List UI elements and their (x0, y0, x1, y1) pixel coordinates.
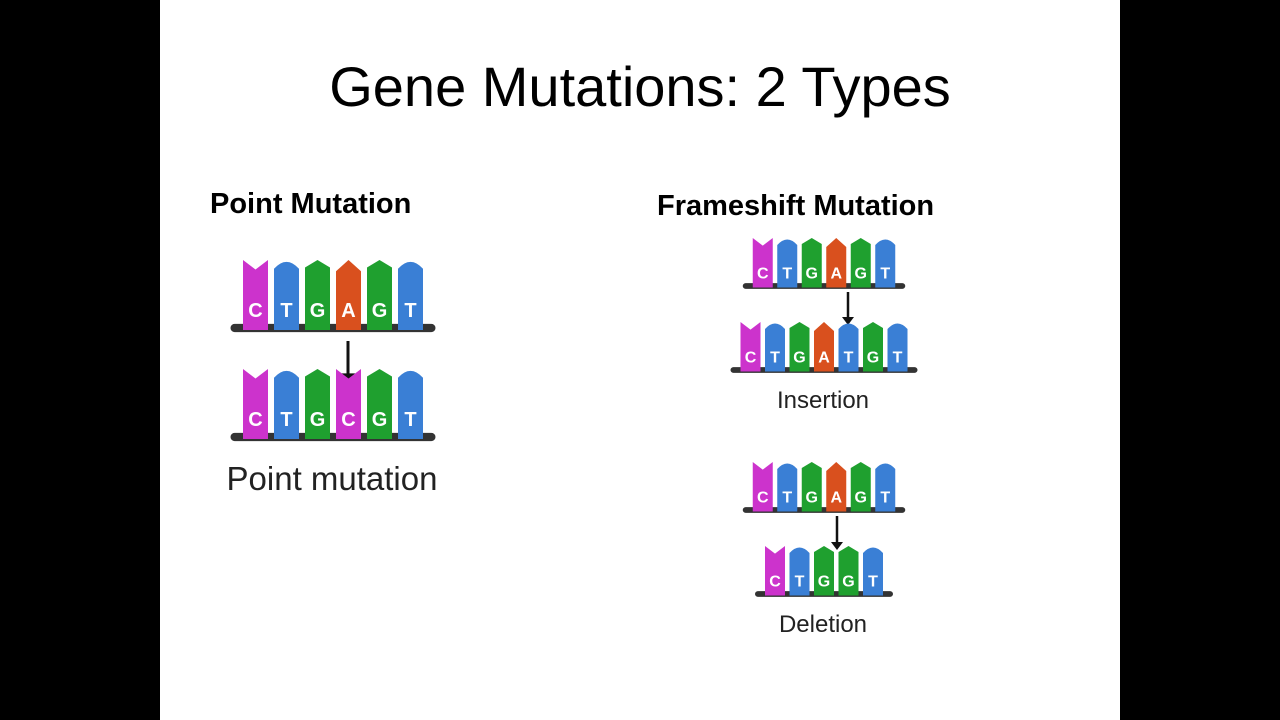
nucleotide-letter: A (818, 349, 830, 366)
nucleotide-letter: G (855, 489, 867, 506)
nucleotide-letter: T (770, 349, 780, 366)
nucleotide-letter: G (372, 409, 388, 431)
nucleotide-letter: G (310, 409, 326, 431)
nucleotide-letter: C (757, 265, 769, 282)
nucleotide-c (243, 369, 268, 440)
nucleotide-letter: C (248, 409, 262, 431)
nucleotide-g (305, 260, 330, 331)
nucleotide-t (777, 463, 798, 512)
nucleotide-g (838, 546, 859, 596)
nucleotide-t (838, 323, 859, 372)
nucleotide-letter: A (830, 489, 842, 506)
nucleotide-letter: T (404, 409, 416, 431)
nucleotide-letter: G (310, 300, 326, 322)
nucleotide-c (243, 260, 268, 331)
nucleotide-letter: T (404, 300, 416, 322)
nucleotide-letter: G (806, 489, 818, 506)
slide-title: Gene Mutations: 2 Types (329, 55, 951, 118)
nucleotide-letter: C (248, 300, 262, 322)
nucleotide-g (305, 369, 330, 440)
nucleotide-t (274, 370, 299, 440)
nucleotide-c (752, 238, 773, 288)
nucleotide-t (398, 261, 423, 331)
nucleotide-letter: T (880, 489, 890, 506)
nucleotide-letter: T (782, 489, 792, 506)
nucleotide-letter: A (341, 300, 355, 322)
nucleotide-c (336, 369, 361, 440)
nucleotide-g (801, 462, 822, 512)
nucleotide-c (752, 462, 773, 512)
nucleotide-g (863, 322, 883, 372)
nucleotide-letter: T (280, 300, 292, 322)
nucleotide-letter: A (830, 265, 842, 282)
nucleotide-letter: G (855, 265, 867, 282)
nucleotide-g (367, 260, 392, 331)
nucleotide-g (801, 238, 822, 288)
nucleotide-c (740, 322, 761, 372)
deletion-arrow-icon (831, 516, 843, 550)
nucleotide-t (875, 239, 896, 288)
nucleotide-letter: G (793, 349, 805, 366)
point-mutation-caption: Point mutation (227, 460, 438, 497)
nucleotide-t (863, 547, 883, 596)
nucleotide-t (765, 323, 785, 372)
point-mutation-heading: Point Mutation (210, 188, 412, 220)
nucleotide-a (336, 260, 361, 331)
insertion-caption: Insertion (777, 387, 869, 414)
nucleotide-t (274, 261, 299, 331)
nucleotide-letter: G (806, 265, 818, 282)
nucleotide-g (850, 462, 871, 512)
slide: Gene Mutations: 2 Types Point Mutation F… (160, 0, 1120, 720)
nucleotide-letter: G (842, 573, 854, 590)
nucleotide-c (765, 546, 785, 596)
nucleotide-g (850, 238, 871, 288)
nucleotide-letter: G (818, 573, 830, 590)
nucleotide-letter: G (867, 349, 879, 366)
nucleotide-letter: T (880, 265, 890, 282)
nucleotide-letter: T (782, 265, 792, 282)
nucleotide-letter: C (341, 409, 355, 431)
nucleotide-t (777, 239, 798, 288)
nucleotide-t (398, 370, 423, 440)
nucleotide-g (814, 546, 834, 596)
nucleotide-g (367, 369, 392, 440)
nucleotide-letter: T (868, 573, 878, 590)
nucleotide-t (875, 463, 896, 512)
deletion-caption: Deletion (779, 611, 867, 638)
nucleotide-letter: T (844, 349, 854, 366)
nucleotide-letter: T (795, 573, 805, 590)
nucleotide-letter: C (769, 573, 781, 590)
nucleotide-letter: T (280, 409, 292, 431)
nucleotide-letter: T (893, 349, 903, 366)
nucleotide-t (887, 323, 908, 372)
nucleotide-a (814, 322, 834, 372)
insertion-arrow-icon (842, 292, 854, 325)
frameshift-mutation-heading: Frameshift Mutation (657, 190, 935, 222)
nucleotide-letter: C (745, 349, 757, 366)
nucleotide-a (826, 238, 847, 288)
nucleotide-a (826, 462, 847, 512)
nucleotide-letter: G (372, 300, 388, 322)
nucleotide-letter: C (757, 489, 769, 506)
nucleotide-t (789, 547, 810, 596)
nucleotide-g (789, 322, 810, 372)
